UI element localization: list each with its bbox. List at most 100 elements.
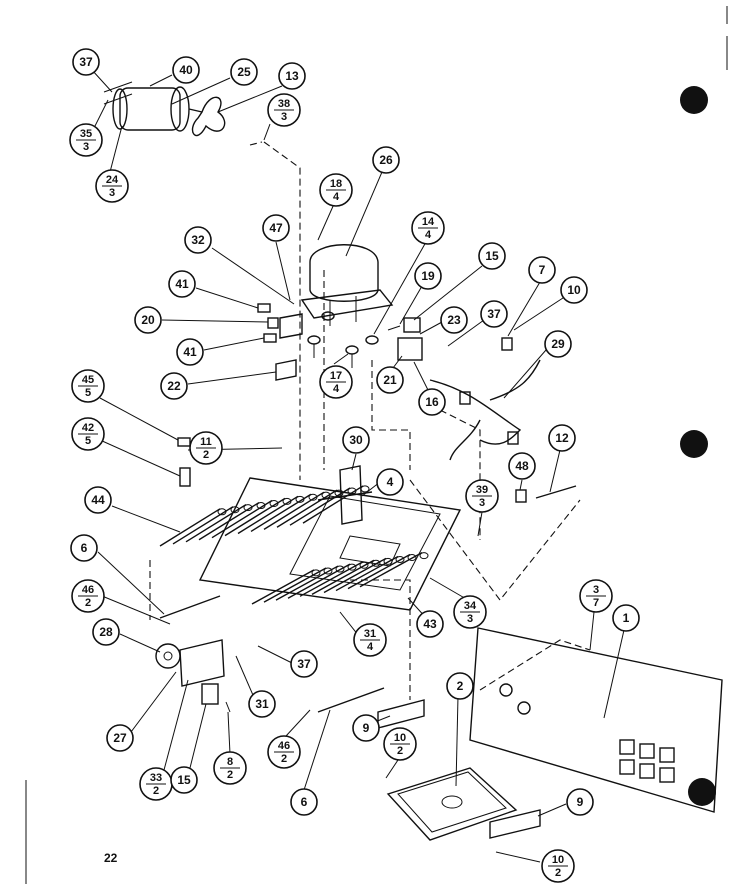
harness-plug [459,391,471,405]
callout-circle [478,242,506,270]
callout-numerator: 31 [364,628,376,640]
callout-circle [352,714,380,742]
callout-circle [262,214,290,242]
callout-numerator: 45 [82,374,94,386]
leader-20 [161,319,269,323]
callout-c40: 40 [172,56,200,84]
base-tray-outline [198,477,462,611]
coil-tube [172,506,234,545]
coil-tube [299,561,363,597]
callout-c19: 19 [414,262,442,290]
callout-number: 37 [79,55,93,69]
callout-number: 29 [551,337,565,351]
panel-knob-2 [517,701,531,715]
callout-number: 20 [141,313,155,327]
callout-c17: 174 [319,365,353,399]
callout-circle [230,58,258,86]
callout-circle [290,788,318,816]
leader-10b [385,759,399,779]
coil-bend [419,552,429,560]
leader-27 [127,671,177,737]
harness-branch-2 [449,419,481,461]
callout-number: 2 [457,679,464,693]
binder-hole-middle [680,430,708,458]
harness-plug-2 [507,431,519,445]
callout-c46b: 462 [267,735,301,769]
fan-motor-bracket [103,81,133,93]
leader-24 [109,125,123,173]
callout-number: 9 [363,721,370,735]
callout-denominator: 2 [203,449,209,461]
overload-box [403,317,421,333]
callout-number: 4 [387,475,394,489]
callout-circle [92,618,120,646]
leader-41b [203,337,265,351]
callout-circle [84,486,112,514]
callout-number: 23 [447,313,461,327]
leader-37b [447,319,485,347]
coil-tube [347,553,411,590]
leader-41a [195,287,259,309]
callout-c41a: 41 [168,270,196,298]
leader-40 [149,74,173,87]
leader-1 [603,629,625,719]
callout-number: 16 [425,395,439,409]
leader-15a [413,265,483,321]
callout-c37a: 37 [72,48,100,76]
callout-denominator: 5 [85,435,91,447]
callout-number: 41 [183,345,197,359]
callout-c27: 27 [106,724,134,752]
callout-denominator: 4 [333,383,340,395]
clip-9-lower [489,809,541,839]
callout-c45: 455 [71,369,105,403]
leader-37c [257,645,295,665]
fan-motor-back [112,88,128,130]
leader-8 [227,711,231,755]
callout-numerator: 46 [278,740,290,752]
binder-hole-top [680,86,708,114]
clip-9-upper [377,699,425,729]
callout-c44: 44 [84,486,112,514]
panel-window-2 [639,743,655,759]
callout-circle [508,452,536,480]
rods [159,595,385,713]
callout-c24: 243 [95,169,129,203]
callout-c10c: 102 [541,849,575,883]
callout-number: 7 [539,263,546,277]
callout-denominator: 4 [425,229,432,241]
callout-denominator: 2 [153,785,159,797]
callout-number: 6 [81,541,88,555]
callout-c34: 343 [453,595,487,629]
coil-tube [211,499,273,539]
dash-wiring-to-base [439,409,481,540]
callout-circle [566,788,594,816]
leader-37a [91,69,113,93]
mounting-grommets [307,311,379,368]
callout-numerator: 17 [330,370,342,382]
callout-circle [480,300,508,328]
callout-circle [528,256,556,284]
callout-denominator: 3 [109,187,115,199]
callout-c35: 353 [69,123,103,157]
callout-c41b: 41 [176,338,204,366]
callout-numerator: 10 [552,854,564,866]
callout-c25a: 25 [230,58,258,86]
leader-48 [519,479,523,491]
coil-bend [360,485,370,493]
leader-9b [537,803,567,817]
fan-28 [155,643,181,669]
callout-denominator: 3 [83,141,89,153]
part-45 [177,437,191,447]
callout-circle [560,276,588,304]
leader-28 [119,633,161,653]
callout-c1: 1 [612,604,640,632]
harness-branch [489,359,541,401]
callout-c33: 332 [139,767,173,801]
part-12-tube [535,485,577,499]
part-42 [179,467,191,487]
callout-c4: 4 [376,468,404,496]
callout-c10b: 102 [383,727,417,761]
binder-hole-bottom [688,778,716,806]
coil-tube [185,504,247,543]
